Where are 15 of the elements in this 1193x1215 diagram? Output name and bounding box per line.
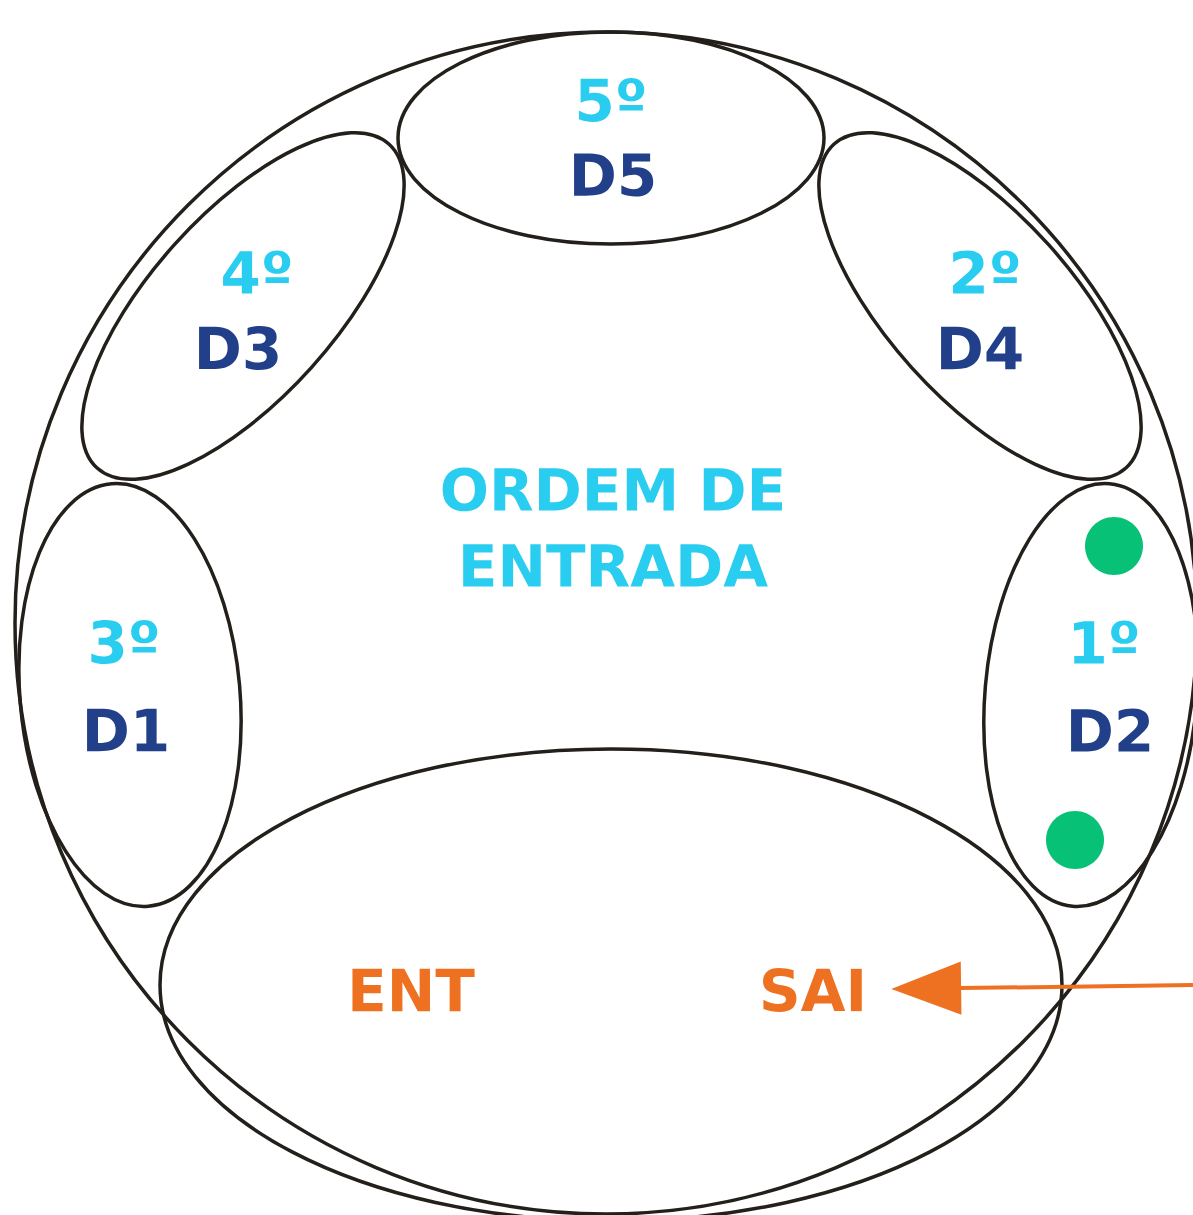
ordinal-label: 1º	[1074, 620, 1138, 664]
dot	[1046, 811, 1104, 869]
seat-label: D5	[574, 153, 654, 197]
ordinal-label: 4º	[223, 250, 291, 294]
ordinal-label: 5º	[578, 78, 645, 122]
heading: ORDEM DE ENTRADA	[442, 467, 782, 587]
seat-label: D1	[87, 708, 167, 752]
exit-label: SAI	[763, 968, 862, 1012]
seat-label: D2	[1071, 708, 1150, 752]
seat-label: D4	[941, 326, 1022, 370]
ordinal-label: 2º	[953, 250, 1019, 294]
dot	[1085, 517, 1143, 575]
seat-label: D3	[199, 326, 278, 370]
ordinal-label: 3º	[91, 620, 158, 664]
entry-label: ENT	[352, 968, 475, 1012]
